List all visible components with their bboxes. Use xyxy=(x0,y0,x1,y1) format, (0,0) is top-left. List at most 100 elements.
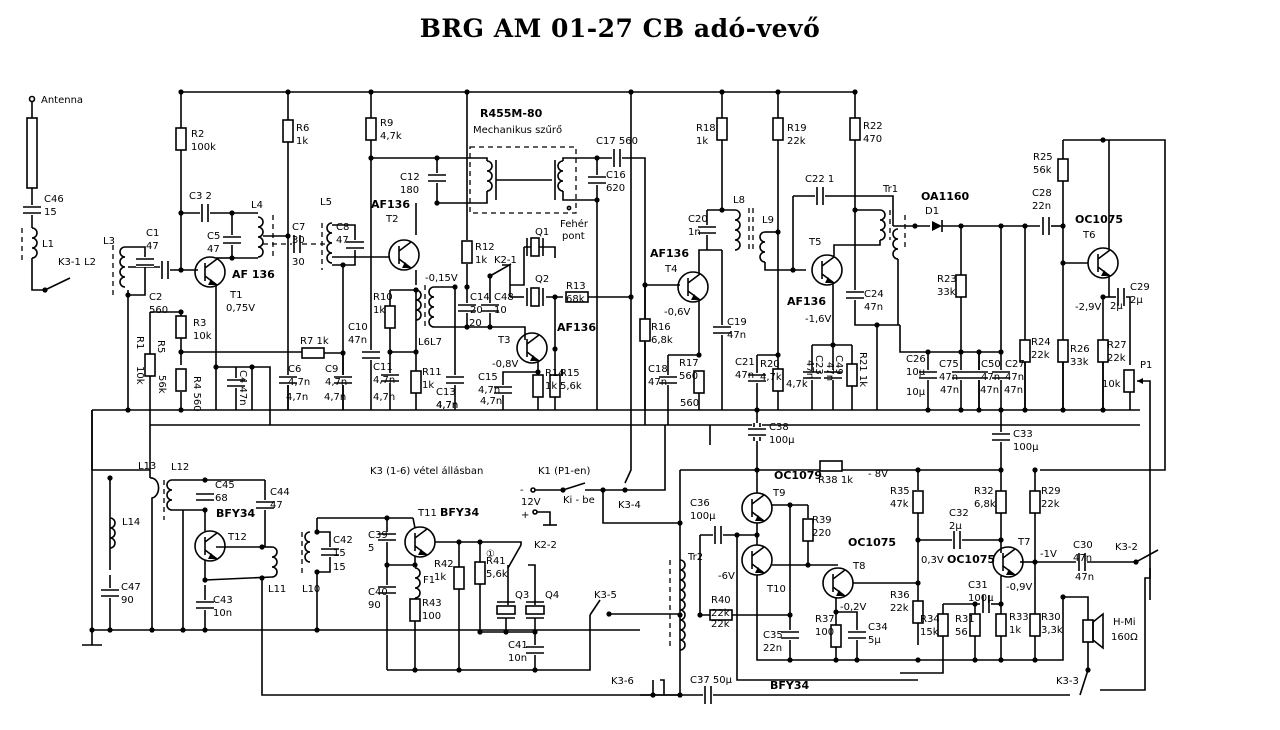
capacitor-ref: C48 xyxy=(494,292,514,303)
wire xyxy=(624,410,632,484)
voltage-label: -0,6V xyxy=(664,307,691,318)
inductor-l11 xyxy=(271,546,278,578)
wire xyxy=(1079,669,1089,696)
resistor-value: 100 xyxy=(422,611,441,622)
capacitor-value: 47n xyxy=(940,385,959,396)
junction-dot xyxy=(1022,407,1028,413)
resistor-r19 xyxy=(772,117,784,141)
transistor-ref: T12 xyxy=(227,532,247,543)
k1-label: Ki - be xyxy=(563,495,595,506)
capacitor-value: 47n xyxy=(735,370,754,381)
capacitor-ref: C1 xyxy=(146,228,159,239)
resistor-value: 56k xyxy=(156,375,167,394)
crystal-ref: Q3 xyxy=(515,590,529,601)
voltage-label: -0,9V xyxy=(1006,582,1033,593)
junction-dot xyxy=(696,352,702,358)
wire xyxy=(125,246,146,257)
capacitor-ref: C21 xyxy=(735,357,755,368)
wire xyxy=(899,325,1001,353)
capacitor-value: 100µ xyxy=(690,511,716,522)
junction-dot xyxy=(178,349,184,355)
inductor-l13 xyxy=(149,477,160,630)
capacitor-ref: C32 xyxy=(949,508,969,519)
capacitor-value: 22n xyxy=(1032,201,1051,212)
wire xyxy=(412,517,416,529)
junction-dot xyxy=(998,657,1004,663)
transistor-type: BFY34 xyxy=(440,506,480,519)
filter-part-number: R455M-80 xyxy=(480,107,543,120)
transistor-t2 xyxy=(388,239,420,271)
capacitor-value: 47 xyxy=(207,244,220,255)
capacitor-value: 10n xyxy=(508,653,527,664)
resistor-r2 xyxy=(175,127,187,151)
resistor-ref: R19 xyxy=(787,123,807,134)
capacitor-ref: C35 xyxy=(763,630,783,641)
wire xyxy=(833,240,881,256)
capacitor-value: 4,7n xyxy=(325,377,347,388)
components xyxy=(23,95,1143,704)
capacitor-ref: C49 xyxy=(833,355,844,375)
transformer-tr2 xyxy=(679,559,686,651)
junction-dot xyxy=(677,612,683,618)
resistor-value: 4,7k xyxy=(786,379,808,390)
wire xyxy=(435,541,522,545)
junction-dot xyxy=(368,155,374,161)
transistor-type: BFY34 xyxy=(770,679,810,692)
resistor-ref: R11 xyxy=(422,367,442,378)
wire xyxy=(470,191,488,204)
transistor-t11 xyxy=(404,526,436,558)
capacitor-value: 4,7n xyxy=(324,392,346,403)
junction-dot xyxy=(125,292,131,298)
resistor-ref: R43 xyxy=(422,598,442,609)
wiper-arrow-icon xyxy=(1137,378,1143,384)
crystal-q2 xyxy=(530,287,540,307)
resistor-ref: R29 xyxy=(1041,486,1061,497)
switch-ref: K2-1 xyxy=(494,255,517,266)
voltage-label: 0,75V xyxy=(226,303,255,314)
resistor-value: 1k xyxy=(1009,625,1021,636)
resistor-r40 xyxy=(709,609,733,621)
wire xyxy=(589,599,601,616)
junction-dot xyxy=(413,349,419,355)
capacitor-value: 15 xyxy=(333,548,346,559)
junction-dot xyxy=(340,262,346,268)
junction-dot xyxy=(912,223,918,229)
transistor-type: AF136 xyxy=(371,198,410,211)
resistor-ref: R15 xyxy=(560,368,580,379)
capacitor-ref: C34 xyxy=(868,622,888,633)
inductor-ref: L3 xyxy=(103,236,115,247)
capacitor-value: 47n xyxy=(648,377,667,388)
resistor-ref: R33 xyxy=(1009,612,1029,623)
voltage-label: - 8V xyxy=(868,469,888,480)
resistor-value: 1k xyxy=(475,255,487,266)
wire xyxy=(537,511,551,525)
capacitor-value: 4,7n xyxy=(373,392,395,403)
wire xyxy=(489,263,512,277)
junction-dot xyxy=(775,352,781,358)
resistor-r14 xyxy=(532,374,544,398)
transistor-ref: T9 xyxy=(772,488,785,499)
wire xyxy=(502,264,511,297)
capacitor-ref: C45 xyxy=(215,480,235,491)
resistor-value: 1k xyxy=(373,305,385,316)
schematic-title: BRG AM 01-27 CB adó-vevő xyxy=(419,14,821,43)
transistor-ref: T8 xyxy=(852,561,865,572)
voltage-label: -2,9V xyxy=(1075,302,1102,313)
capacitor-ref: C13 xyxy=(436,387,456,398)
resistor-ref: R10 xyxy=(373,292,393,303)
inductor-ref: L13 xyxy=(138,461,156,472)
switch-ref: K3-5 xyxy=(594,590,617,601)
capacitor-value: 47n xyxy=(1075,572,1094,583)
filter-coil-in xyxy=(486,160,493,192)
capacitor-value: 4,7n xyxy=(436,400,458,411)
transistor-ref: T2 xyxy=(385,214,398,225)
inductor-tr1-secondary xyxy=(892,228,899,260)
capacitor-value: 15 xyxy=(44,207,57,218)
capacitor-ref: C5 xyxy=(207,231,220,242)
junction-dot xyxy=(314,569,320,575)
junction-dot xyxy=(1060,260,1066,266)
supply-label: 12V xyxy=(521,497,541,508)
capacitor-value: 5µ xyxy=(868,635,881,646)
capacitor-ref: C33 xyxy=(1013,429,1033,440)
